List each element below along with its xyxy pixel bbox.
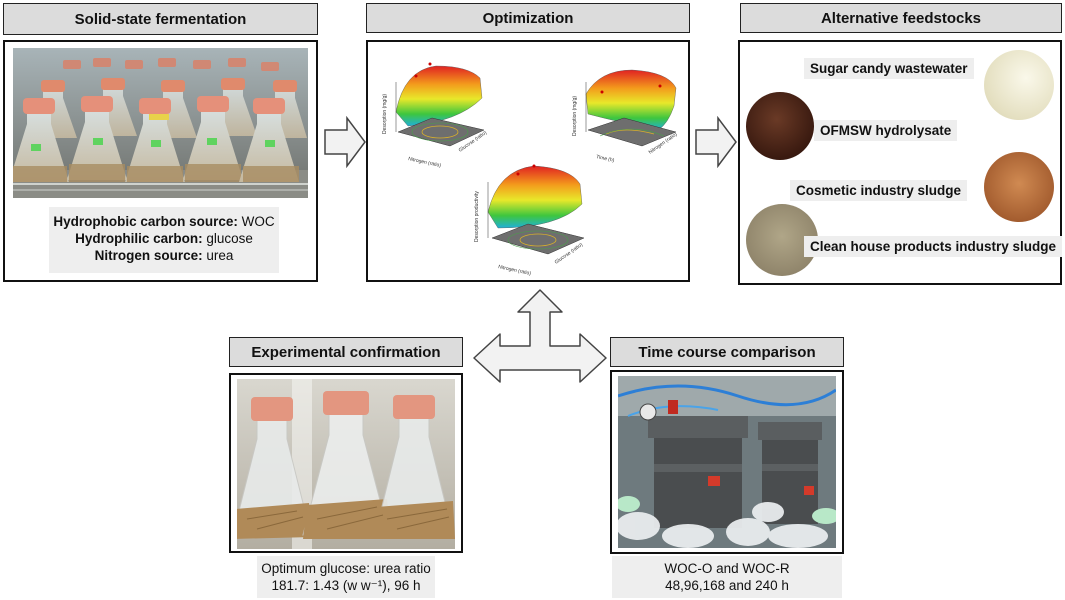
- feedstock-label-sugar-candy: Sugar candy wastewater: [804, 58, 974, 79]
- optimization-title: Optimization: [366, 3, 690, 33]
- solid-state-caption: Hydrophobic carbon source: WOC Hydrophil…: [49, 207, 279, 273]
- time-course-caption: WOC-O and WOC-R 48,96,168 and 240 h: [612, 556, 842, 598]
- response-surface-plots: Nitrogen (ratio) Glucose (ratio) Desorpt…: [382, 62, 679, 277]
- surface-plot-3: Nitrogen (ratio) Glucose (ratio) Desorpt…: [474, 164, 585, 277]
- caption-label-hydrophobic: Hydrophobic carbon source:: [53, 214, 238, 229]
- sample-circle-ofmsw: [746, 92, 814, 160]
- caption-label-hydrophilic: Hydrophilic carbon:: [75, 231, 203, 246]
- confirmation-caption-line2: 181.7: 1.43 (w w⁻¹), 96 h: [271, 578, 421, 593]
- caption-value-hydrophilic: glucose: [202, 231, 253, 246]
- solid-state-title: Solid-state fermentation: [3, 3, 318, 35]
- feedstock-label-cosmetic: Cosmetic industry sludge: [790, 180, 968, 201]
- arrow-right-1: [324, 116, 366, 168]
- surface-plot-1: Nitrogen (ratio) Glucose (ratio) Desorpt…: [382, 62, 488, 169]
- bioreactor-photo: [618, 376, 836, 548]
- time-course-caption-line1: WOC-O and WOC-R: [664, 561, 790, 576]
- caption-value-hydrophobic: WOC: [237, 214, 275, 229]
- time-course-title: Time course comparison: [610, 337, 844, 367]
- feedstocks-title-text: Alternative feedstocks: [820, 9, 982, 27]
- confirmation-title: Experimental confirmation: [229, 337, 463, 367]
- feedstocks-title: Alternative feedstocks: [740, 3, 1062, 33]
- plot2-zlabel: Desorption (mg/g): [572, 96, 578, 136]
- feedstock-label-clean-house: Clean house products industry sludge: [804, 236, 1063, 257]
- plot1-xlabel: Nitrogen (ratio): [408, 156, 442, 169]
- optimization-title-text: Optimization: [482, 9, 574, 27]
- feedstocks-panel: Sugar candy wastewater OFMSW hydrolysate…: [738, 40, 1063, 285]
- time-course-title-text: Time course comparison: [638, 343, 816, 361]
- surface-plot-2: Time (h) Nitrogen (ratio) Desorption (mg…: [572, 69, 679, 164]
- solid-state-panel: Hydrophobic carbon source: WOC Hydrophil…: [3, 40, 318, 282]
- confirmation-caption-line1: Optimum glucose: urea ratio: [261, 561, 431, 576]
- confirmation-flasks-photo: [237, 379, 455, 549]
- plot2-xlabel: Time (h): [596, 154, 616, 164]
- four-way-arrow: [473, 289, 607, 383]
- sample-circle-cosmetic: [984, 152, 1054, 222]
- optimization-panel: Nitrogen (ratio) Glucose (ratio) Desorpt…: [366, 40, 690, 282]
- plot3-xlabel: Nitrogen (ratio): [498, 264, 532, 277]
- solid-state-title-text: Solid-state fermentation: [74, 10, 247, 28]
- plot3-zlabel: Desorption productivity: [474, 191, 480, 242]
- confirmation-title-text: Experimental confirmation: [251, 343, 441, 361]
- arrow-right-2: [695, 116, 737, 168]
- plot1-zlabel: Desorption (mg/g): [382, 94, 388, 134]
- confirmation-panel: [229, 373, 463, 553]
- caption-value-nitrogen: urea: [202, 248, 234, 263]
- solid-state-flasks-photo: [13, 48, 308, 198]
- feedstock-label-ofmsw: OFMSW hydrolysate: [814, 120, 958, 141]
- time-course-panel: [610, 370, 844, 554]
- sample-circle-sugar-candy: [984, 50, 1054, 120]
- confirmation-caption: Optimum glucose: urea ratio 181.7: 1.43 …: [257, 556, 435, 598]
- time-course-caption-line2: 48,96,168 and 240 h: [665, 578, 789, 593]
- caption-label-nitrogen: Nitrogen source:: [94, 248, 203, 263]
